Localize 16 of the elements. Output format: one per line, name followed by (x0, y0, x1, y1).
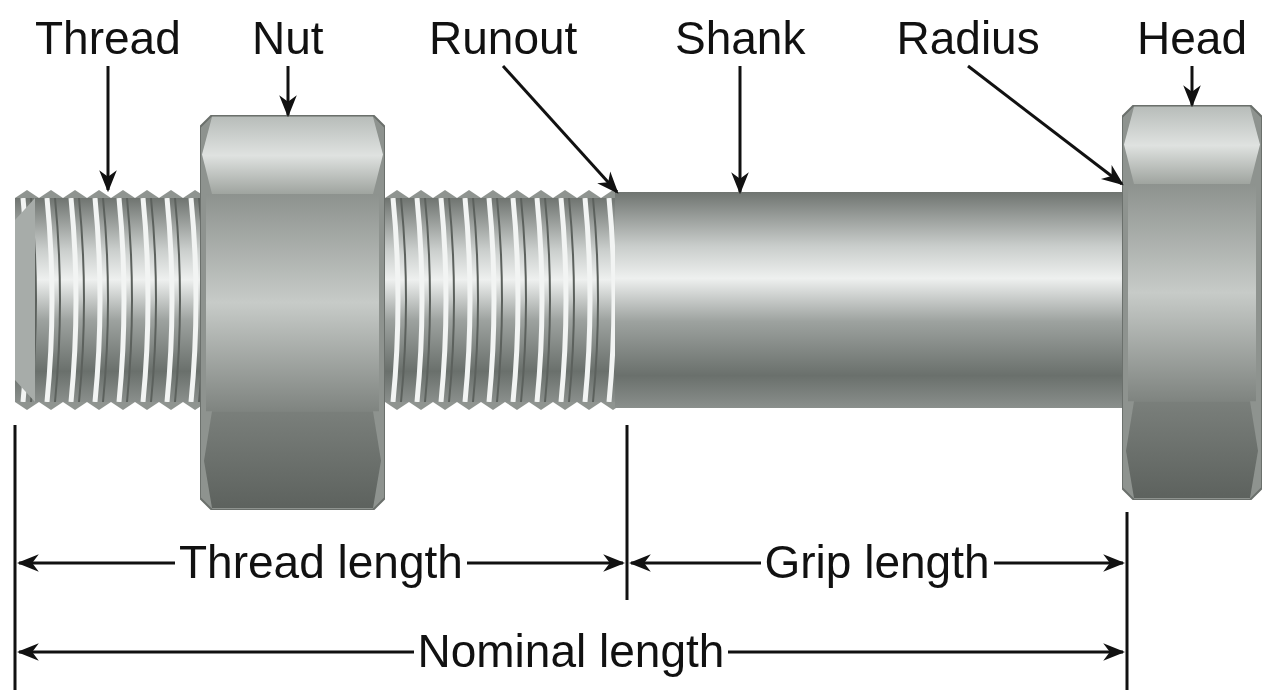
leader-arrow (731, 66, 749, 195)
hex-nut-drawing (200, 115, 385, 510)
leader-arrow (1183, 66, 1201, 108)
part-label: Radius (896, 12, 1040, 64)
part-label: Nut (252, 12, 324, 64)
leader-arrow (501, 65, 619, 194)
part-label: Head (1137, 12, 1247, 64)
threaded-end-drawing (15, 190, 200, 410)
leader-arrow (967, 64, 1124, 186)
part-label: Runout (429, 12, 578, 64)
bolt-shank-drawing (615, 192, 1122, 408)
bolt-head-drawing (1122, 105, 1262, 500)
leader-arrow (279, 66, 297, 118)
leader-arrow (99, 66, 117, 193)
part-label: Shank (675, 12, 806, 64)
part-label: Thread (35, 12, 181, 64)
